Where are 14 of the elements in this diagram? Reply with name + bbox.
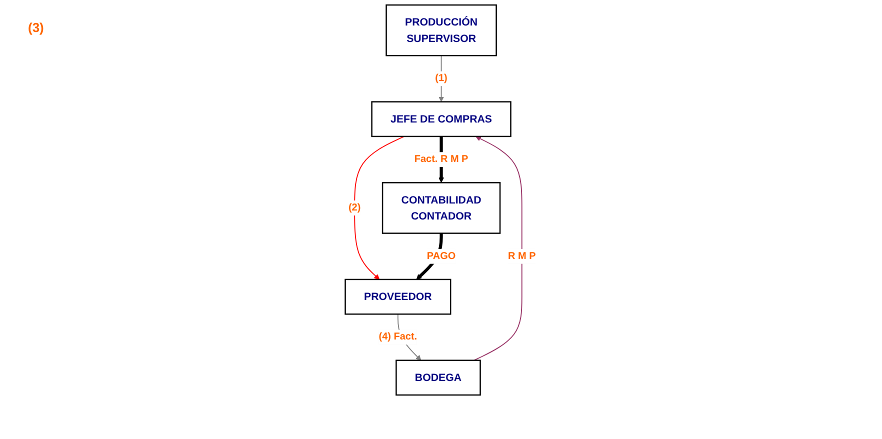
step-number: (3) [28, 20, 44, 35]
edge-label: R M P [508, 250, 536, 262]
node-box: JEFE DE COMPRAS [372, 101, 512, 138]
edge-label: PAGO [427, 250, 456, 262]
edge-label: (1) [436, 73, 448, 84]
node-box: BODEGA [396, 360, 482, 396]
node-box: CONTABILIDAD CONTADOR [382, 182, 502, 234]
arrow [474, 136, 523, 361]
edge-label: (2) [348, 202, 362, 213]
arrow [354, 136, 406, 280]
edge-label: Fact. R M P [414, 154, 469, 165]
node-box: PRODUCCIÓN SUPERVISOR [386, 4, 498, 56]
node-box: PROVEEDOR [345, 278, 452, 315]
edge-label: (4) Fact. [379, 332, 418, 342]
